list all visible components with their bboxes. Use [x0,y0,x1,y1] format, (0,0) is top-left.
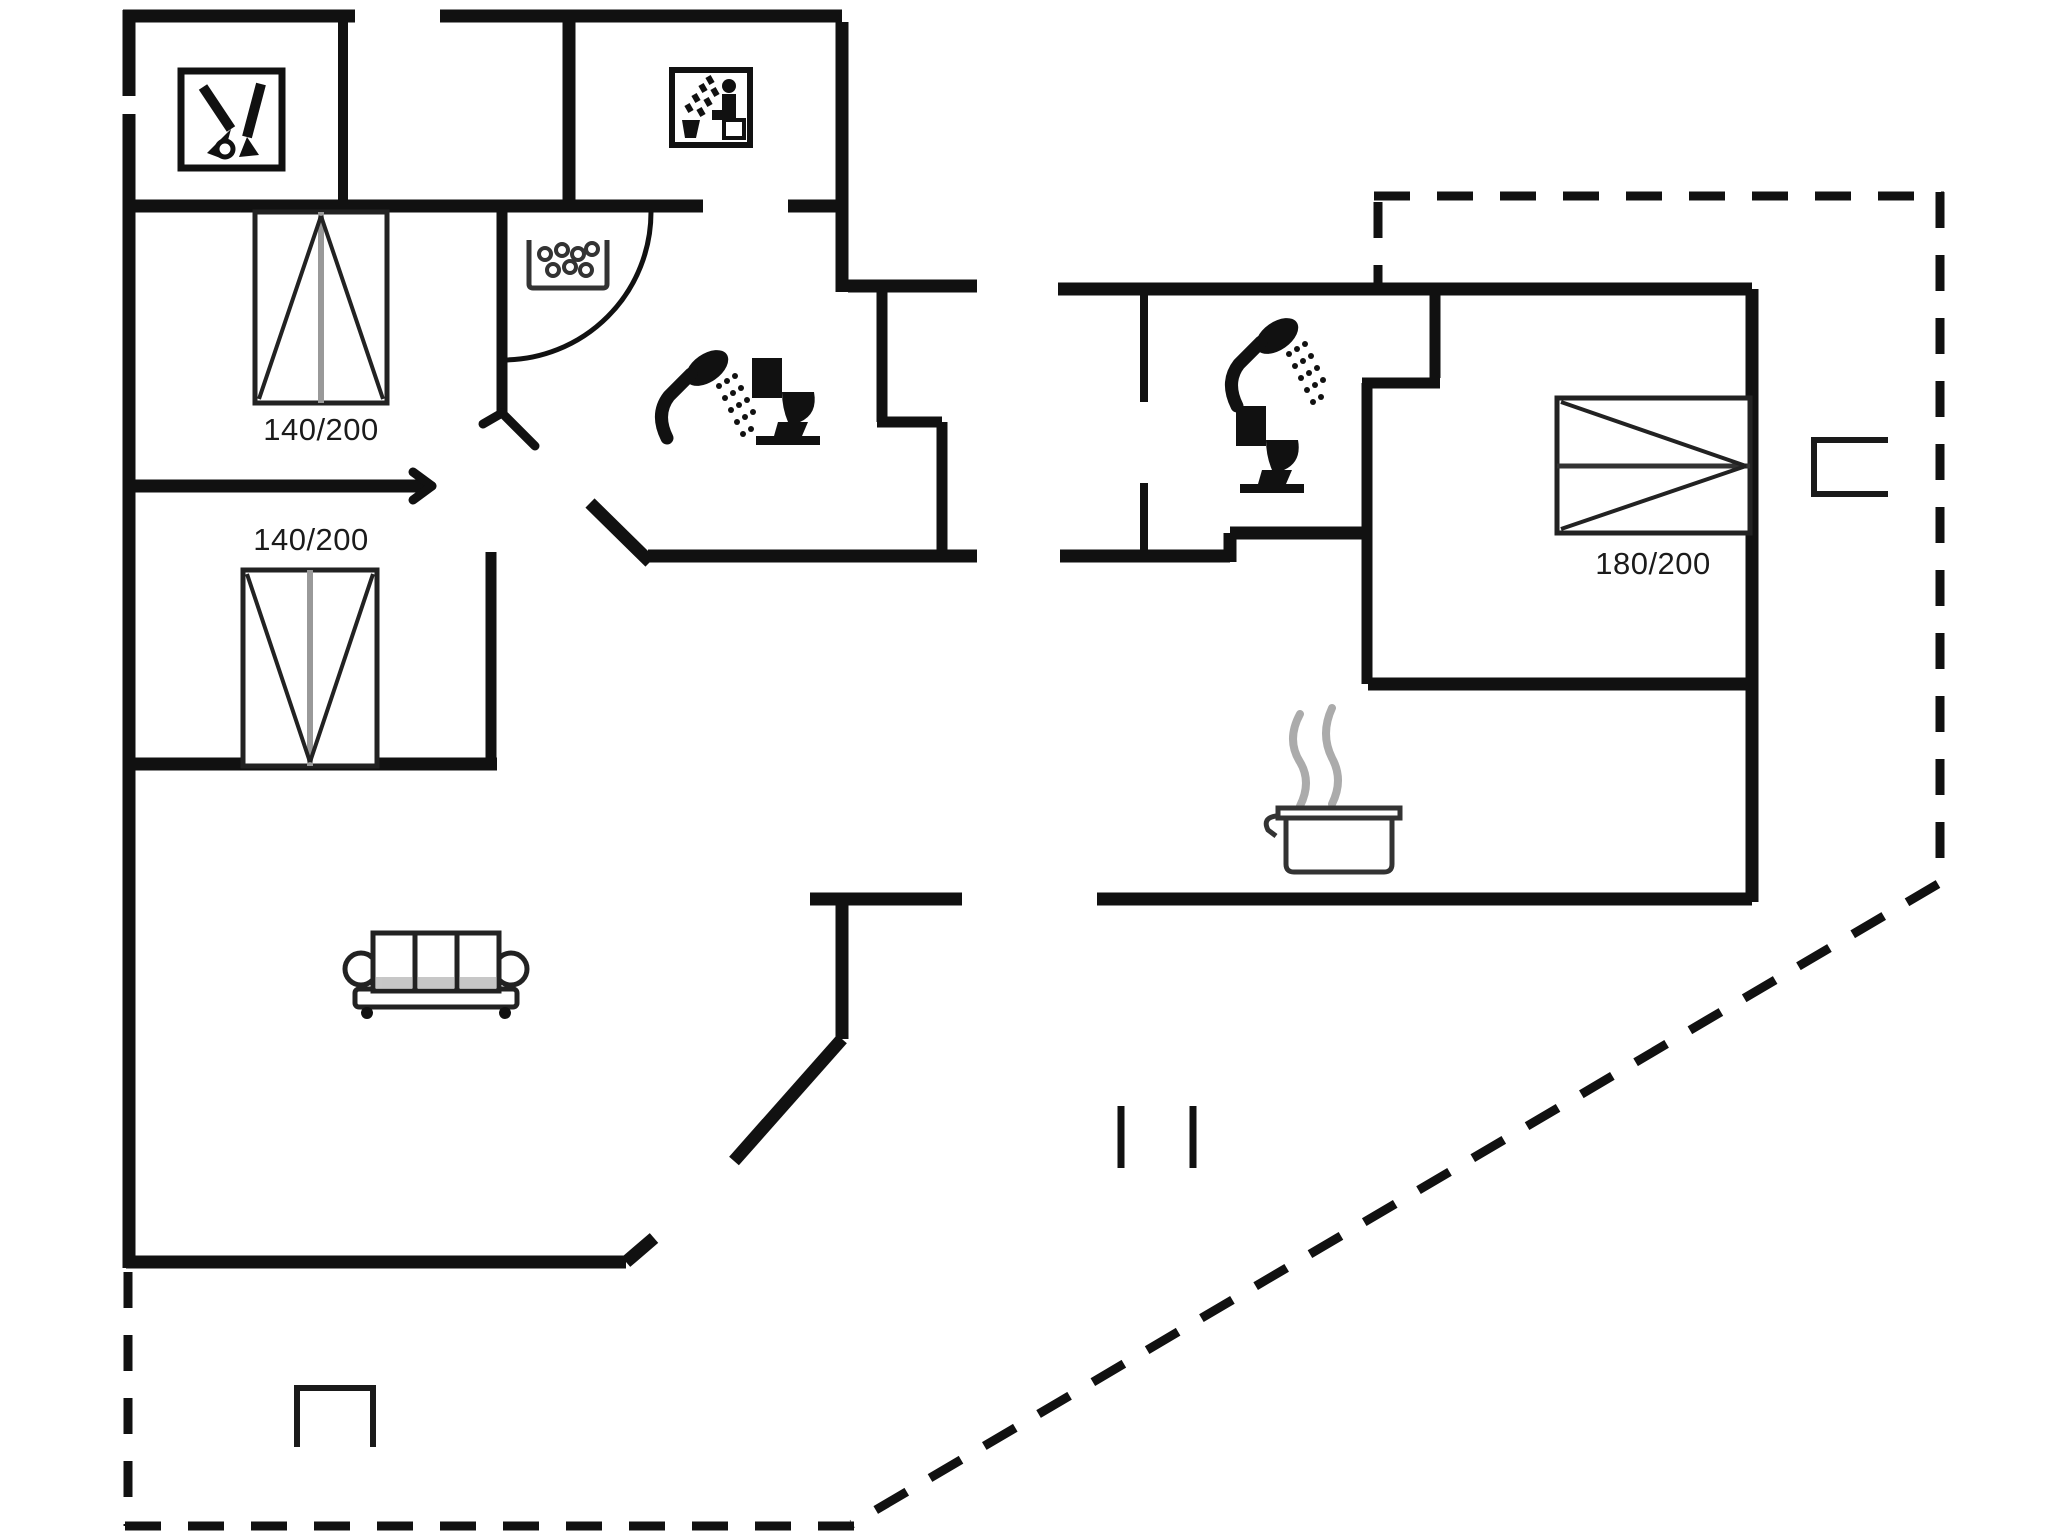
cleaning-equipment-icon [177,67,286,172]
outer-walls [122,9,1759,1269]
stove-hob-icon [526,240,610,291]
door-arc [502,211,654,363]
terrace-step-bracket-right [1811,437,1888,497]
terrace-step-bracket-bottom [294,1385,376,1447]
shower-icon-2 [1225,318,1326,413]
terrace-boundary-dashed [123,191,1945,1531]
bed-double-3 [1554,395,1753,536]
shower-icon [655,350,756,445]
toilet-icon-2 [1236,406,1304,493]
bed-double-1 [252,209,390,406]
terrace-step-ticks [1117,1106,1197,1168]
bed-size-label-2: 140/200 [253,522,369,557]
door-markers [408,408,540,505]
bed-size-label-3: 180/200 [1595,546,1711,581]
interior-walls-right [1140,295,1441,684]
bed-double-2 [240,567,380,769]
interior-walls-left [123,22,1367,1166]
bed-size-label-1: 140/200 [263,412,379,447]
sauna-icon [669,67,753,148]
sofa-icon [342,930,530,1019]
toilet-icon [752,358,820,445]
cooking-pot-icon [1263,704,1403,875]
